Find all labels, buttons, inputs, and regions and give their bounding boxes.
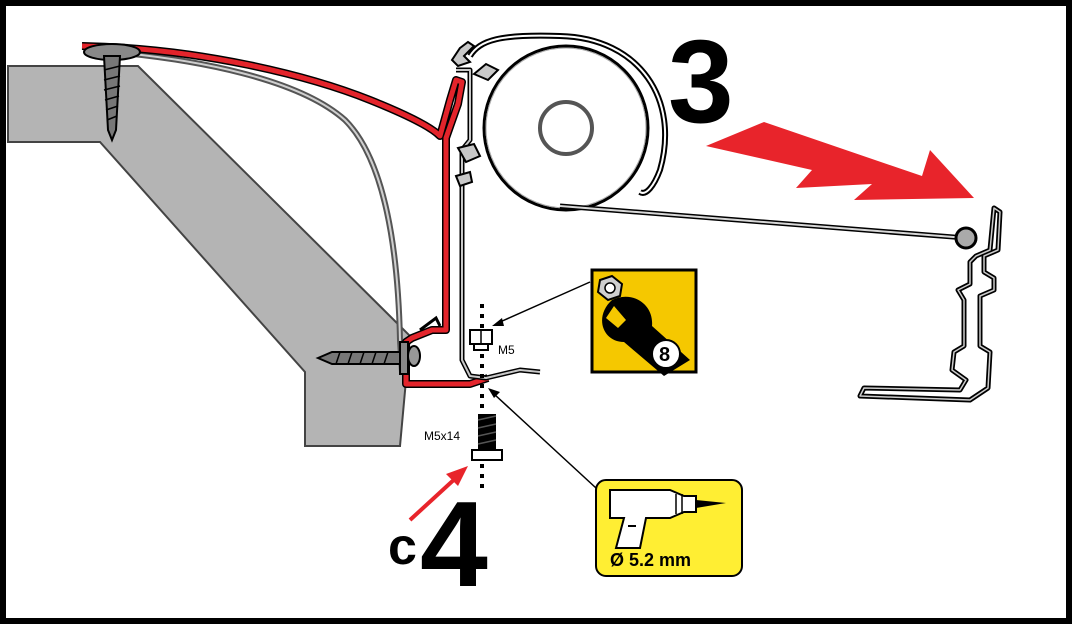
wall-screw xyxy=(315,341,421,375)
drill-badge: Ø 5.2 mm xyxy=(595,479,743,577)
m5x14-bolt xyxy=(471,414,503,461)
awning-cassette xyxy=(450,32,669,381)
red-adapter-profile xyxy=(81,42,490,388)
lead-bar-profile xyxy=(857,205,1003,403)
roll-axle xyxy=(538,100,594,156)
vehicle-wall xyxy=(7,65,412,447)
m5-nut xyxy=(469,329,493,351)
step-number-4: 4 xyxy=(420,476,488,612)
roof-screw xyxy=(83,43,141,143)
nut-label: M5 xyxy=(498,343,515,357)
drill-size: Ø 5.2 mm xyxy=(610,550,691,570)
arrow-right-down-icon xyxy=(706,122,974,200)
wrench-badge: 8 xyxy=(590,268,698,376)
step-number-3: 3 xyxy=(668,16,734,148)
drill-leader xyxy=(493,393,597,489)
callout-letter: c xyxy=(388,518,417,576)
wrench-leader xyxy=(499,281,591,323)
bolt-label: M5x14 xyxy=(424,429,460,443)
drill-icon xyxy=(609,489,726,549)
red-callout-arrow xyxy=(408,466,468,522)
nut-icon xyxy=(596,274,624,302)
wrench-size: 8 xyxy=(659,344,670,366)
